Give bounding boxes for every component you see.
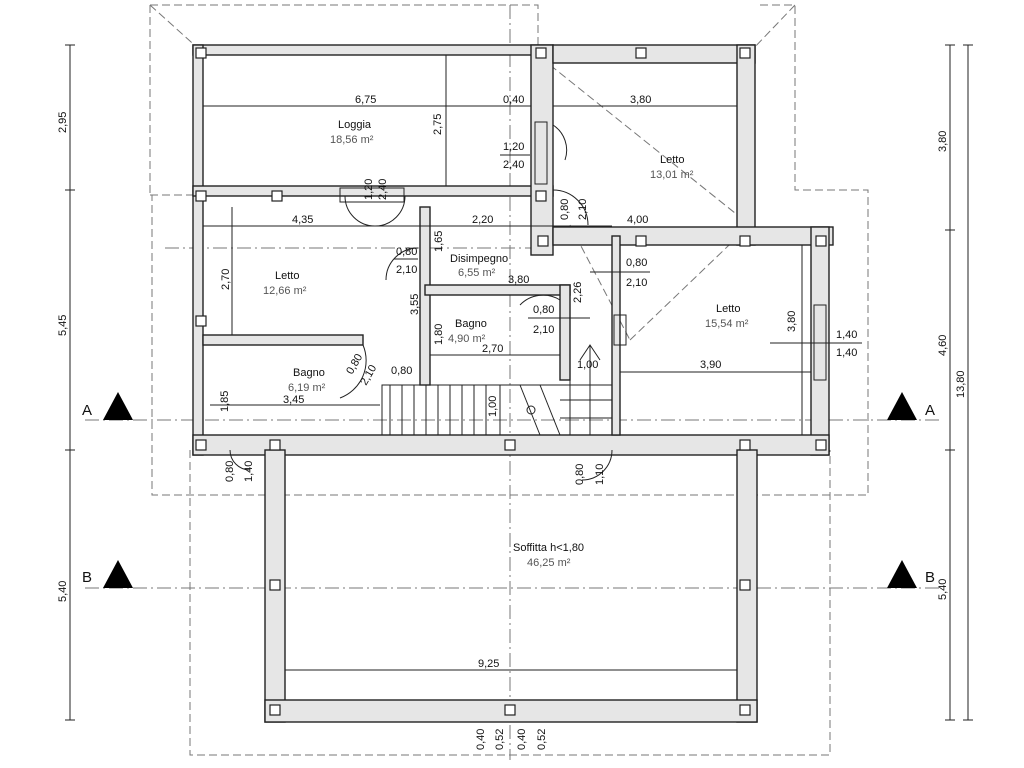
room-area: 18,56 m² — [330, 134, 374, 146]
opening-height: 2,10 — [533, 324, 554, 336]
room-area: 46,25 m² — [527, 557, 571, 569]
room-area: 6,19 m² — [288, 382, 326, 394]
dimension-label: 2,75 — [432, 114, 444, 135]
side-dimension: 2,95 — [57, 112, 69, 133]
dimension-label: 1,65 — [433, 231, 445, 252]
posts — [195, 47, 827, 716]
dimension-label: 2,20 — [472, 214, 493, 226]
opening-width: 0,80 — [396, 246, 417, 258]
rooms: Loggia 18,56 m² Letto 13,01 m² Disimpegn… — [263, 119, 749, 569]
opening-width: 1,20 — [503, 141, 524, 153]
section-triangle — [887, 392, 917, 420]
side-dimension: 5,45 — [57, 315, 69, 336]
dimension-label: 4,00 — [627, 214, 648, 226]
dimension-label: 3,80 — [508, 274, 529, 286]
dimension-lines — [203, 55, 811, 671]
opening-labels: 1,20 2,40 0,80 2,10 0,80 2,10 0,80 2,10 … — [344, 141, 862, 388]
dimension-label: 1,80 — [433, 324, 445, 345]
room-name: Soffitta h<1,80 — [513, 542, 584, 554]
opening-width: 0,80 — [626, 257, 647, 269]
door-swings — [229, 121, 827, 481]
opening-height: 2,10 — [626, 277, 647, 289]
roof-outline — [149, 4, 869, 756]
dimension-label: 0,40 — [503, 94, 524, 106]
dimension-label: 0,80 — [574, 464, 586, 485]
dimension-label: 2,26 — [572, 282, 584, 303]
dimension-label: 0,52 — [536, 729, 548, 750]
dimension-label: 2,10 — [577, 199, 589, 220]
dimension-label: 3,55 — [409, 294, 421, 315]
room-name: Bagno — [455, 318, 487, 330]
side-dimension: 13,80 — [955, 370, 967, 398]
room-area: 4,90 m² — [448, 333, 486, 345]
dimension-label: 1,00 — [487, 396, 499, 417]
dimension-label: 1,20 — [363, 179, 375, 200]
stairs — [381, 344, 613, 436]
room-name: Disimpegno — [450, 253, 508, 265]
dimension-label: 4,35 — [292, 214, 313, 226]
dimension-label: 0,80 — [224, 461, 236, 482]
opening-width: 1,40 — [836, 329, 857, 341]
opening-height: 2,40 — [503, 159, 524, 171]
opening-height: 2,10 — [358, 363, 379, 388]
room-name: Letto — [716, 303, 740, 315]
section-label: A — [82, 402, 92, 419]
room-name: Letto — [660, 154, 684, 166]
room-name: Bagno — [293, 367, 325, 379]
room-name: Loggia — [338, 119, 372, 131]
room-area: 12,66 m² — [263, 285, 307, 297]
dimension-label: 0,52 — [494, 729, 506, 750]
dimension-label: 2,40 — [377, 179, 389, 200]
opening-width: 0,80 — [533, 304, 554, 316]
side-dimension: 5,40 — [57, 581, 69, 602]
side-dimension: 4,60 — [937, 335, 949, 356]
opening-height: 1,40 — [836, 347, 857, 359]
room-area: 13,01 m² — [650, 169, 694, 181]
side-dimension: 5,40 — [937, 579, 949, 600]
dimension-label: 3,45 — [283, 394, 304, 406]
dimension-label: 2,70 — [220, 269, 232, 290]
section-triangle — [887, 560, 917, 588]
dimension-label: 1,40 — [243, 461, 255, 482]
room-area: 6,55 m² — [458, 267, 496, 279]
section-label: B — [925, 569, 935, 586]
dimension-label: 1,85 — [219, 391, 231, 412]
axis-lines — [85, 5, 940, 760]
dimension-label: 0,80 — [559, 199, 571, 220]
horizontal-dimensions: 6,75 0,40 3,80 4,35 2,20 4,00 3,80 3,45 … — [283, 94, 721, 670]
dimension-label: 6,75 — [355, 94, 376, 106]
dimension-label: 9,25 — [478, 658, 499, 670]
dimension-label: 2,70 — [482, 343, 503, 355]
dimension-label: 1,00 — [577, 359, 598, 371]
section-markers: A A B B — [82, 392, 935, 588]
dimension-label: 3,80 — [786, 311, 798, 332]
room-area: 15,54 m² — [705, 318, 749, 330]
side-dimension: 3,80 — [937, 131, 949, 152]
room-name: Letto — [275, 270, 299, 282]
dimension-label: 3,80 — [630, 94, 651, 106]
section-label: A — [925, 402, 935, 419]
section-triangle — [103, 392, 133, 420]
section-triangle — [103, 560, 133, 588]
vertical-dimensions: 2,75 1,20 2,40 0,80 2,10 1,65 2,70 3,55 … — [219, 114, 798, 750]
outer-dimension-chains: 2,95 5,45 5,40 3,80 4,60 5,40 13,80 — [57, 44, 973, 721]
dimension-label: 3,90 — [700, 359, 721, 371]
section-label: B — [82, 569, 92, 586]
dimension-label: 1,10 — [594, 464, 606, 485]
dimension-label: 0,80 — [391, 365, 412, 377]
dimension-label: 0,40 — [516, 729, 528, 750]
dimension-label: 0,40 — [475, 729, 487, 750]
opening-height: 2,10 — [396, 264, 417, 276]
